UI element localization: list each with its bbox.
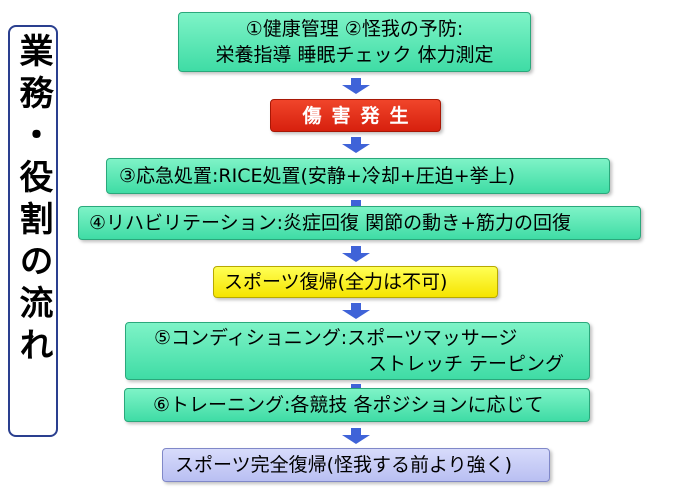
step-health-management-line-1: ①健康管理 ②怪我の予防: xyxy=(245,18,464,40)
step-health-management: ①健康管理 ②怪我の予防: 栄養指導 睡眠チェック 体力測定 xyxy=(178,12,531,72)
step-rehabilitation: ④リハビリテーション:炎症回復 関節の動き+筋力の回復 xyxy=(78,206,641,240)
step-health-management-line-2: 栄養指導 睡眠チェック 体力測定 xyxy=(215,44,494,66)
arrow-down-icon xyxy=(342,78,370,94)
step-conditioning-line-2: ストレッチ テーピング xyxy=(368,353,565,375)
step-full-return: スポーツ完全復帰(怪我する前より強く) xyxy=(162,448,550,482)
step-return-to-sport: スポーツ復帰(全力は不可) xyxy=(213,266,498,298)
step-conditioning: ⑤コンディショニング:スポーツマッサージ ストレッチ テーピング xyxy=(125,322,590,380)
step-return-to-sport-label: スポーツ復帰(全力は不可) xyxy=(224,271,448,293)
step-first-aid: ③応急処置:RICE処置(安静+冷却+圧迫+挙上) xyxy=(106,158,610,194)
arrow-down-icon xyxy=(342,137,370,153)
step-conditioning-line-1: ⑤コンディショニング:スポーツマッサージ xyxy=(154,327,518,349)
step-first-aid-label: ③応急処置:RICE処置(安静+冷却+圧迫+挙上) xyxy=(119,165,516,187)
step-injury-occurs: 傷害発生 xyxy=(270,99,441,132)
sidebar-panel: 業務・役割の流れ xyxy=(8,25,58,437)
step-rehabilitation-label: ④リハビリテーション:炎症回復 関節の動き+筋力の回復 xyxy=(89,212,572,234)
step-injury-occurs-label: 傷害発生 xyxy=(302,104,419,127)
step-full-return-label: スポーツ完全復帰(怪我する前より強く) xyxy=(175,454,513,476)
step-training-label: ⑥トレーニング:各競技 各ポジションに応じて xyxy=(153,394,544,416)
arrow-down-icon xyxy=(342,246,370,262)
step-training: ⑥トレーニング:各競技 各ポジションに応じて xyxy=(124,388,590,422)
arrow-down-icon xyxy=(342,428,370,444)
sidebar-title: 業務・役割の流れ xyxy=(13,33,53,369)
arrow-down-icon xyxy=(342,303,370,319)
